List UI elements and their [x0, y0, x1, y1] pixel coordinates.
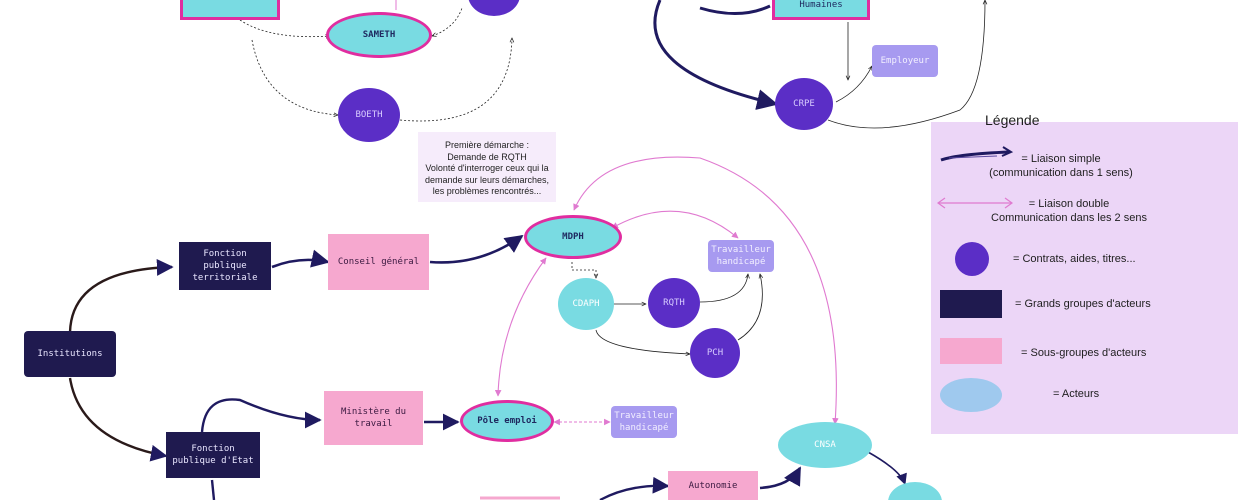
- legend-panel: Légende = Liaison simple (communication …: [931, 112, 1238, 434]
- legend-actors-label: = Acteurs: [1053, 388, 1100, 400]
- actor-mdph: MDPH: [524, 215, 622, 259]
- fonction-territoriale-label: Fonction publique territoriale: [192, 249, 258, 283]
- contract-top-partial: [468, 0, 520, 16]
- pole-emploi-label: Pôle emploi: [477, 416, 537, 426]
- link-territoriale-conseil: [271, 249, 330, 269]
- cnsa-label: CNSA: [814, 440, 836, 450]
- contract-crpe: CRPE: [775, 78, 833, 130]
- rqth-label: RQTH: [663, 298, 685, 308]
- link-mdph-travailleur: [611, 210, 739, 239]
- link-box-boeth: [251, 39, 338, 115]
- legend-simple-link-icon: [940, 146, 1014, 162]
- fonction-etat-label: Fonction publique d'Etat: [172, 444, 254, 466]
- actor-travailleur-handicape-top: Travailleur handicapé: [708, 240, 774, 272]
- actor-cdaph: CDAPH: [558, 278, 614, 330]
- group-fonction-etat: Fonction publique d'Etat: [166, 432, 260, 478]
- ministere-label: Ministère du travail: [340, 407, 407, 429]
- link-sameth-right: [432, 7, 463, 36]
- boeth-label: BOETH: [355, 110, 383, 120]
- legend-subgroups-label: = Sous-groupes d'acteurs: [1021, 347, 1147, 359]
- link-mdph-cnsa: [573, 156, 839, 425]
- link-crpe-right: [827, 0, 985, 129]
- legend-groups-label: = Grands groupes d'acteurs: [1015, 298, 1151, 310]
- legend-double-line1: = Liaison double: [1028, 198, 1110, 210]
- link-etat-ministere: [200, 398, 322, 433]
- subgroup-autonomie: Autonomie: [668, 471, 758, 500]
- travailleur-handicape-bottom-label: Travailleur handicapé: [614, 411, 674, 433]
- actor-bottom-partial: [888, 482, 942, 500]
- legend-subgroup-swatch: [940, 338, 1002, 364]
- subgroup-humaines: Humaines: [772, 0, 870, 20]
- link-etat-bottom: [210, 479, 216, 500]
- contract-rqth: RQTH: [648, 278, 700, 328]
- legend-actor-swatch: [940, 378, 1002, 412]
- link-rqth-travailleur: [699, 274, 748, 303]
- legend-group-swatch: [940, 290, 1002, 318]
- note-line-1: Première démarche :: [444, 140, 530, 150]
- link-mdph-cdaph: [571, 262, 596, 278]
- link-top-right-curve: [699, 4, 771, 16]
- legend-double-link-label: = Liaison double Communication dans les …: [969, 197, 1169, 225]
- note-line-4: demande sur leurs démarches,: [424, 174, 550, 185]
- actor-employeur: Employeur: [872, 45, 938, 77]
- cdaph-label: CDAPH: [572, 299, 600, 309]
- actor-pole-emploi: Pôle emploi: [460, 400, 554, 442]
- link-loop-crpe: [653, 0, 779, 110]
- link-crpe-employeur: [835, 66, 872, 103]
- link-cdaph-pch: [595, 329, 690, 354]
- link-institutions-etat: [68, 377, 168, 462]
- actor-cnsa: CNSA: [778, 422, 872, 468]
- legend-simple-line1: = Liaison simple: [1021, 153, 1101, 165]
- legend-contracts-label: = Contrats, aides, titres...: [1013, 253, 1136, 265]
- legend-simple-line2: (communication dans 1 sens): [989, 167, 1133, 179]
- contract-pch: PCH: [690, 328, 740, 378]
- pch-label: PCH: [706, 348, 724, 358]
- sameth-label: SAMETH: [362, 30, 396, 40]
- group-institutions: Institutions: [24, 331, 116, 377]
- legend-double-link-icon: [936, 197, 1014, 209]
- note-line-3: Volonté d'interroger ceux qui la: [425, 163, 549, 173]
- autonomie-label: Autonomie: [688, 481, 738, 491]
- link-cnsa-bottom: [867, 451, 907, 486]
- subgroup-conseil-general: Conseil général: [328, 234, 429, 290]
- link-boeth-right: [399, 38, 512, 122]
- top-left-partial-box: [180, 0, 280, 20]
- contract-boeth: BOETH: [338, 88, 400, 142]
- note-line-5: les problèmes rencontrés...: [432, 186, 542, 196]
- group-fonction-territoriale: Fonction publique territoriale: [179, 242, 271, 290]
- link-autonomie-in: [599, 476, 670, 500]
- actor-travailleur-handicape-bottom: Travailleur handicapé: [611, 406, 677, 438]
- link-institutions-territoriale: [68, 259, 174, 333]
- subgroup-ministere: Ministère du travail: [324, 391, 423, 445]
- travailleur-handicape-top-label: Travailleur handicapé: [711, 245, 771, 267]
- conseil-general-label: Conseil général: [337, 257, 420, 267]
- first-step-note: Première démarche : Demande de RQTH Volo…: [418, 132, 556, 202]
- legend-contract-swatch: [955, 242, 989, 276]
- employeur-label: Employeur: [880, 56, 930, 66]
- actor-sameth: SAMETH: [326, 12, 432, 58]
- crpe-label: CRPE: [793, 99, 815, 109]
- note-line-2: Demande de RQTH: [447, 151, 527, 162]
- legend-simple-link-label: = Liaison simple (communication dans 1 s…: [981, 152, 1141, 180]
- legend-double-line2: Communication dans les 2 sens: [991, 212, 1147, 224]
- link-autonomie-cnsa: [759, 466, 802, 490]
- humaines-label: Humaines: [799, 0, 843, 10]
- link-conseil-mdph: [429, 234, 524, 264]
- link-box-sameth: [239, 19, 330, 37]
- institutions-label: Institutions: [37, 349, 103, 359]
- link-pch-travailleur: [737, 274, 762, 341]
- mdph-label: MDPH: [562, 232, 584, 242]
- legend-title: Légende: [985, 112, 1040, 128]
- link-pole-mdph: [494, 257, 547, 397]
